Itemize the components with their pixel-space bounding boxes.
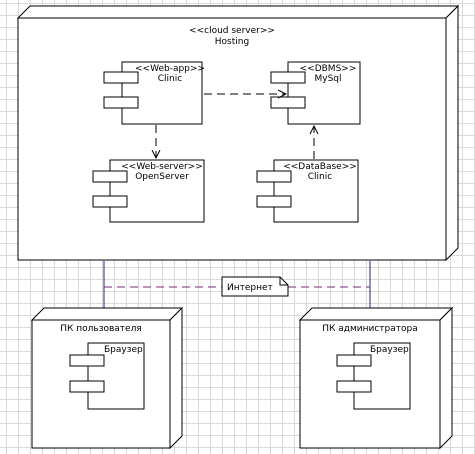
web-server-stereotype: <<Web-server>>	[121, 162, 203, 172]
component-port-icon	[92, 170, 128, 183]
component-web-server[interactable]: <<Web-server>> OpenServer	[92, 159, 205, 223]
dbms-stereotype: <<DBMS>>	[300, 64, 357, 74]
admin-pc-node[interactable]: ПК администратора Браузер	[298, 306, 454, 450]
component-dbms[interactable]: <<DBMS>> MySql	[270, 61, 361, 125]
component-port-icon	[336, 380, 372, 393]
component-web-app[interactable]: <<Web-app>> Clinic	[103, 61, 205, 125]
admin-pc-name: ПК администратора	[322, 324, 418, 334]
web-app-name: Clinic	[158, 74, 182, 84]
component-port-icon	[69, 380, 105, 393]
database-name: Clinic	[308, 172, 332, 182]
internet-note[interactable]: Интернет	[221, 276, 289, 297]
browser-user-label: Браузер	[104, 345, 143, 355]
component-database[interactable]: <<DataBase>> Clinic	[256, 159, 359, 223]
component-port-icon	[69, 354, 105, 367]
browser-admin-label: Браузер	[370, 345, 409, 355]
component-port-icon	[92, 195, 128, 208]
component-port-icon	[270, 96, 306, 109]
internet-note-label: Интернет	[227, 283, 273, 293]
component-browser-user[interactable]: Браузер	[69, 342, 145, 410]
component-port-icon	[336, 354, 372, 367]
web-server-name: OpenServer	[135, 172, 189, 182]
component-port-icon	[103, 71, 139, 84]
component-port-icon	[256, 195, 292, 208]
hosting-node[interactable]: <<cloud server>> Hosting	[16, 4, 460, 262]
user-pc-name: ПК пользователя	[60, 324, 142, 334]
component-port-icon	[103, 96, 139, 109]
hosting-stereotype: <<cloud server>>	[189, 26, 275, 36]
component-port-icon	[270, 71, 306, 84]
component-browser-admin[interactable]: Браузер	[336, 342, 411, 410]
database-stereotype: <<DataBase>>	[283, 162, 357, 172]
dbms-name: MySql	[314, 74, 341, 84]
hosting-name: Hosting	[215, 37, 249, 47]
component-port-icon	[256, 170, 292, 183]
web-app-stereotype: <<Web-app>>	[135, 64, 205, 74]
user-pc-node[interactable]: ПК пользователя Браузер	[30, 306, 184, 450]
